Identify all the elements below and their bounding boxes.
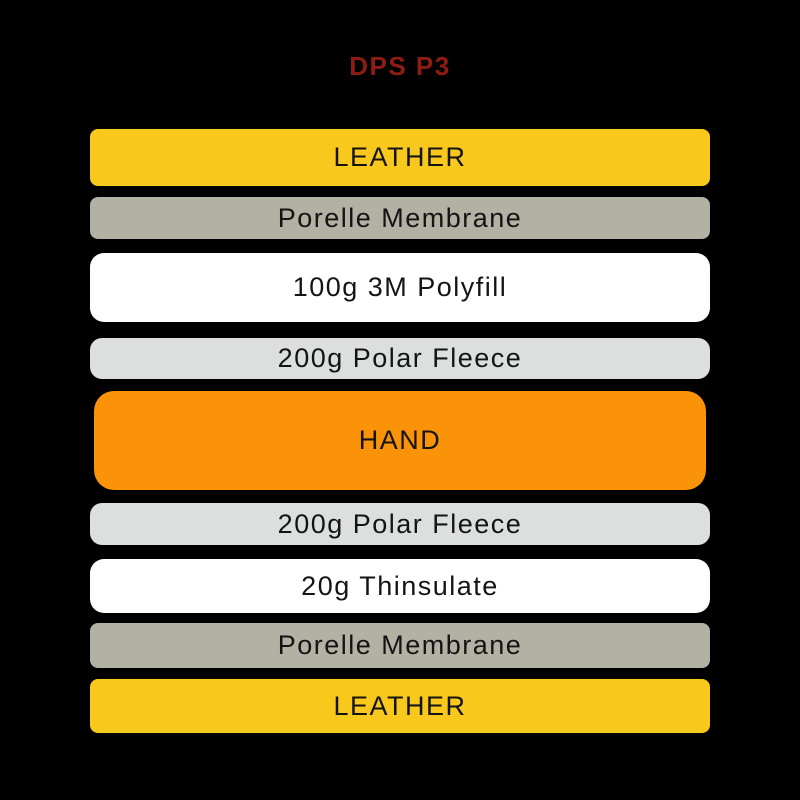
layer-leather-outer-bottom: LEATHER <box>90 679 710 733</box>
diagram-title: DPS P3 <box>349 51 451 81</box>
layer-porelle-membrane-bottom: Porelle Membrane <box>90 623 710 668</box>
layer-thinsulate: 20g Thinsulate <box>90 559 710 613</box>
layer-polyfill: 100g 3M Polyfill <box>90 253 710 322</box>
layer-hand: HAND <box>94 391 706 490</box>
layer-porelle-membrane-top: Porelle Membrane <box>90 197 710 239</box>
layer-polar-fleece-bottom: 200g Polar Fleece <box>90 503 710 545</box>
layer-polar-fleece-top: 200g Polar Fleece <box>90 338 710 379</box>
layer-leather-outer-top: LEATHER <box>90 129 710 186</box>
